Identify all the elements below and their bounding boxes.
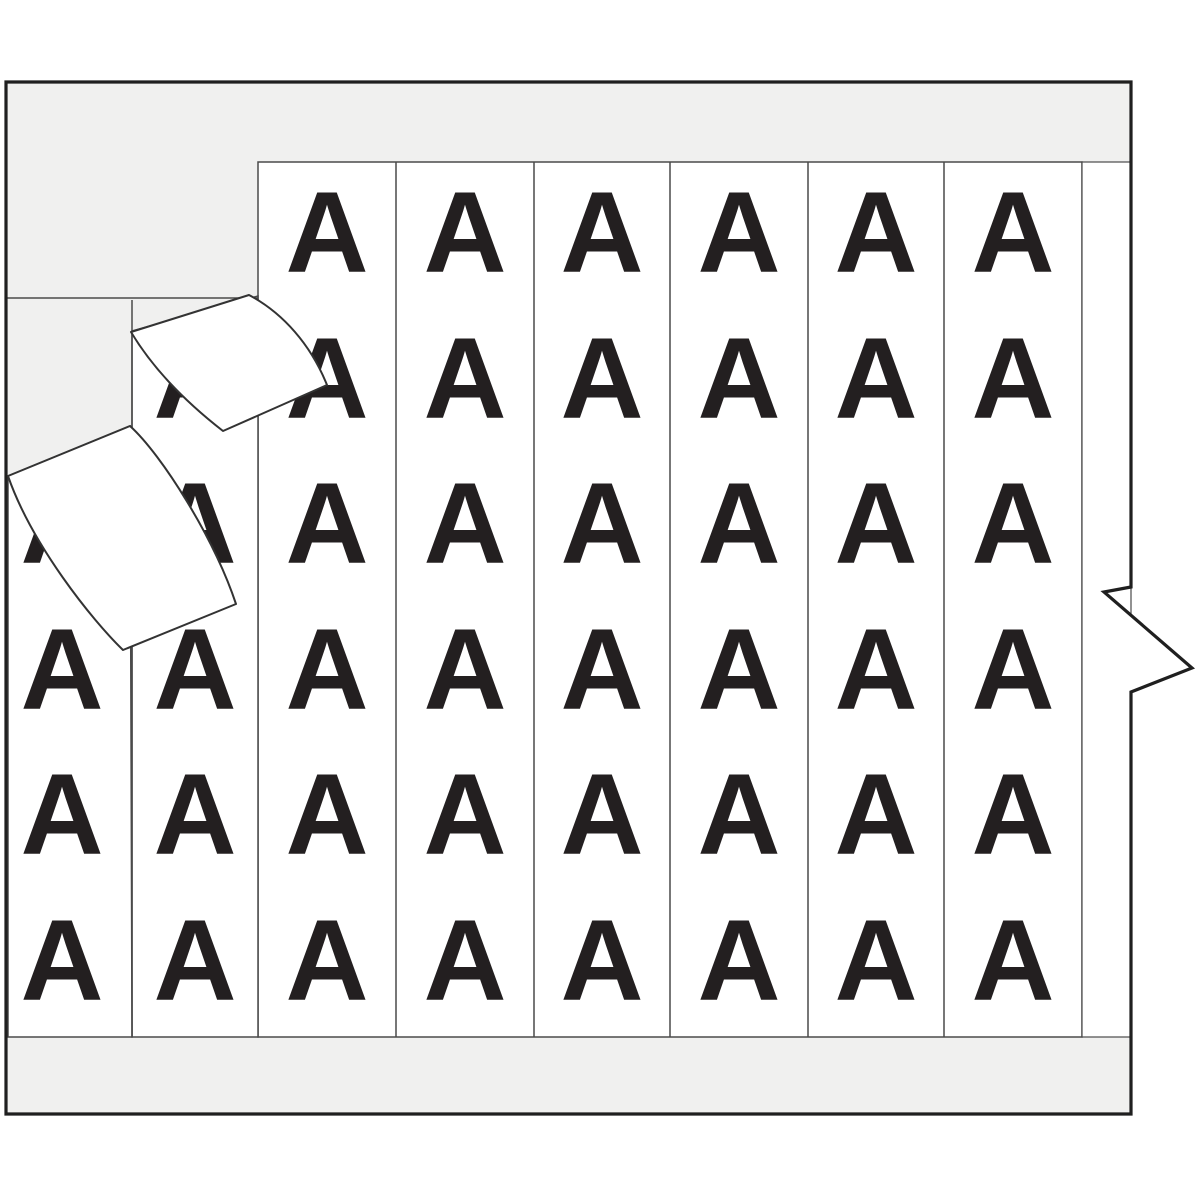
peeled-label-lower [7,425,237,651]
marker-letter: A [285,460,368,588]
marker-letter: A [560,315,643,443]
marker-letter: A [285,606,368,734]
marker-letter: A [560,169,643,297]
marker-letter: A [423,169,506,297]
marker-letter: A [834,315,917,443]
marker-letter: A [20,751,103,879]
marker-letter: A [285,169,368,297]
marker-letter: A [697,897,780,1025]
marker-letter: A [971,897,1054,1025]
marker-letter: A [697,751,780,879]
dispenser-notch-tab [1104,587,1191,692]
peeled-label-upper [130,294,328,432]
marker-letter: A [834,460,917,588]
marker-letter: A [697,460,780,588]
marker-letter: A [423,751,506,879]
marker-letter: A [153,751,236,879]
marker-letter: A [697,606,780,734]
marker-letter: A [834,751,917,879]
marker-letter: A [560,460,643,588]
marker-letter: A [697,315,780,443]
marker-letter: A [971,169,1054,297]
marker-letter: A [423,460,506,588]
marker-letter: A [285,897,368,1025]
marker-letter: A [20,606,103,734]
marker-letter: A [971,606,1054,734]
marker-letter: A [423,315,506,443]
marker-letter: A [971,315,1054,443]
marker-letter: A [834,606,917,734]
marker-letter: A [560,606,643,734]
marker-letter: A [560,897,643,1025]
marker-letter: A [834,169,917,297]
peeled-labels [7,294,328,651]
marker-letter: A [560,751,643,879]
label-strips [5,161,1132,1038]
marker-letter: A [971,460,1054,588]
marker-letter: A [285,751,368,879]
marker-letter: A [971,751,1054,879]
marker-letter: A [423,897,506,1025]
marker-letter: A [20,897,103,1025]
card-border [4,80,1196,1116]
marker-letter: A [423,606,506,734]
marker-letter: A [153,897,236,1025]
strip-separators [395,162,945,1037]
marker-letter: A [697,169,780,297]
marker-letter: A [834,897,917,1025]
